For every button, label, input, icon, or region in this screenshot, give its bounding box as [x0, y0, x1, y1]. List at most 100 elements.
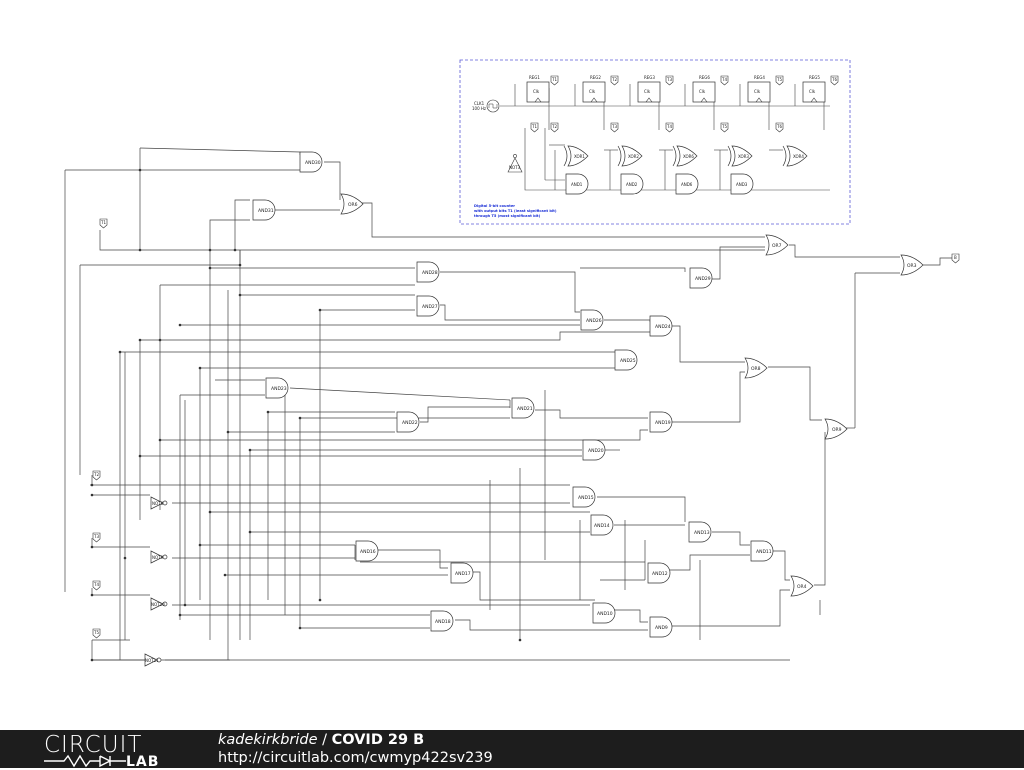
svg-text:AND2: AND2 [626, 182, 638, 187]
xor-gate-XOR3[interactable]: XOR3 [727, 145, 753, 167]
logo-lab-text: LAB [126, 754, 160, 770]
logo-circuit-text: CIRCUIT [44, 732, 143, 758]
or-gate-OR9[interactable]: OR9 [824, 418, 848, 440]
not-gate-NOT11[interactable]: NOT11 [144, 653, 162, 667]
svg-text:AND26: AND26 [586, 318, 602, 324]
or-gate-OR6[interactable]: OR6 [340, 193, 364, 215]
and-gate-AND1[interactable]: AND1 [565, 173, 589, 195]
and-gate-AND15[interactable]: AND15 [572, 486, 596, 508]
and-gate-AND6[interactable]: AND6 [675, 173, 699, 195]
circuit-title[interactable]: COVID 29 B [331, 732, 425, 748]
not-gate-NOT3[interactable]: NOT3 [507, 154, 523, 173]
svg-text:AND29: AND29 [695, 276, 711, 282]
and-gate-AND2[interactable]: AND2 [620, 173, 644, 195]
svg-text:AND19: AND19 [655, 420, 671, 426]
or-gates: OR6 OR7 OR3 OR8 OR9 OR4 [340, 193, 924, 597]
svg-text:T4: T4 [721, 77, 727, 82]
input-tag-T1: T1 [99, 218, 108, 229]
author-link[interactable]: kadekirkbride [218, 732, 318, 748]
svg-text:REG1: REG1 [529, 75, 540, 80]
and-gate-AND3[interactable]: AND3 [730, 173, 754, 195]
and-gate-AND10[interactable]: AND10 [592, 602, 616, 624]
svg-text:AND15: AND15 [578, 495, 594, 501]
not-gate-NOT9[interactable]: NOT9 [150, 550, 168, 564]
svg-text:XOR2: XOR2 [628, 154, 639, 159]
xor-gate-XOR1[interactable]: XOR1 [563, 145, 589, 167]
wires [64, 147, 952, 661]
and-gate-AND27[interactable]: AND27 [416, 295, 440, 317]
not-gate-NOT10[interactable]: NOT10 [150, 597, 168, 611]
output-tag-B: B [951, 253, 960, 264]
footer-bar: CIRCUIT LAB kadekirkbride / COVID 29 B h… [0, 730, 1024, 770]
and-gate-AND11[interactable]: AND11 [750, 540, 774, 562]
or-gate-OR4[interactable]: OR4 [790, 575, 814, 597]
svg-text:Clk: Clk [699, 89, 706, 94]
and-gate-AND30[interactable]: AND30 [299, 151, 323, 173]
and-gate-AND23[interactable]: AND23 [265, 377, 289, 399]
and-gate-AND9[interactable]: AND9 [649, 616, 673, 638]
or-gate-OR8[interactable]: OR8 [744, 357, 768, 379]
svg-text:AND28: AND28 [422, 270, 438, 276]
svg-text:AND3: AND3 [736, 182, 748, 187]
and-gate-AND16[interactable]: AND16 [355, 540, 379, 562]
svg-text:T4: T4 [666, 124, 672, 129]
and-gate-AND25[interactable]: AND25 [614, 349, 638, 371]
svg-text:OR6: OR6 [348, 202, 358, 208]
circuit-title-line: kadekirkbride / COVID 29 B [218, 732, 424, 748]
and-gate-AND31[interactable]: AND31 [252, 199, 276, 221]
circuitlab-logo[interactable]: CIRCUIT LAB [44, 732, 174, 770]
and-gate-AND19[interactable]: AND19 [649, 411, 673, 433]
svg-text:Clk: Clk [533, 89, 540, 94]
svg-text:Clk: Clk [809, 89, 816, 94]
svg-text:OR9: OR9 [832, 427, 842, 433]
svg-text:OR8: OR8 [751, 366, 761, 372]
svg-text:XOR4: XOR4 [793, 154, 804, 159]
circuit-url[interactable]: http://circuitlab.com/cwmyp422sv239 [218, 750, 493, 766]
svg-text:AND20: AND20 [588, 448, 604, 454]
and-gate-AND13[interactable]: AND13 [688, 521, 712, 543]
svg-text:OR4: OR4 [797, 584, 807, 590]
and-gate-AND21[interactable]: AND21 [511, 397, 535, 419]
not-gate-NOT8[interactable]: NOT8 [150, 496, 168, 510]
and-gate-AND28[interactable]: AND28 [416, 261, 440, 283]
xor-gate-XOR6[interactable]: XOR6 [672, 145, 698, 167]
xor-gate-XOR4[interactable]: XOR4 [782, 145, 808, 167]
and-gate-AND17[interactable]: AND17 [450, 562, 474, 584]
svg-text:AND17: AND17 [455, 571, 471, 577]
and-gate-AND18[interactable]: AND18 [430, 610, 454, 632]
svg-text:T1: T1 [551, 77, 557, 82]
svg-text:AND1: AND1 [571, 182, 583, 187]
svg-text:AND30: AND30 [305, 160, 321, 166]
svg-text:NOT9: NOT9 [152, 555, 164, 560]
and-gate-AND24[interactable]: AND24 [649, 315, 673, 337]
note-line-3: through T5 (most significant bit) [474, 214, 541, 218]
and-gate-AND14[interactable]: AND14 [590, 514, 614, 536]
svg-text:T5: T5 [93, 630, 99, 635]
and-gate-AND20[interactable]: AND20 [582, 439, 606, 461]
and-gate-AND12[interactable]: AND12 [647, 562, 671, 584]
xor-gate-XOR2[interactable]: XOR2 [617, 145, 643, 167]
svg-text:T5: T5 [776, 77, 782, 82]
svg-text:AND10: AND10 [597, 611, 613, 617]
input-tag-T2: T2 [92, 470, 101, 481]
svg-text:AND18: AND18 [435, 619, 451, 625]
or-gate-OR7[interactable]: OR7 [765, 234, 789, 256]
svg-text:AND6: AND6 [681, 182, 693, 187]
and-gate-AND22[interactable]: AND22 [396, 411, 420, 433]
and-gate-AND29[interactable]: AND29 [689, 267, 713, 289]
and-gates: AND30 AND31 AND28 AND27 AND29 AND26 AND2… [252, 151, 774, 638]
svg-text:NOT11: NOT11 [145, 658, 159, 663]
svg-text:AND21: AND21 [517, 406, 533, 412]
clock-frequency: 100 Hz [472, 106, 486, 111]
and-gate-AND26[interactable]: AND26 [580, 309, 604, 331]
or-gate-OR3[interactable]: OR3 [900, 254, 924, 276]
svg-text:REG4: REG4 [754, 75, 765, 80]
